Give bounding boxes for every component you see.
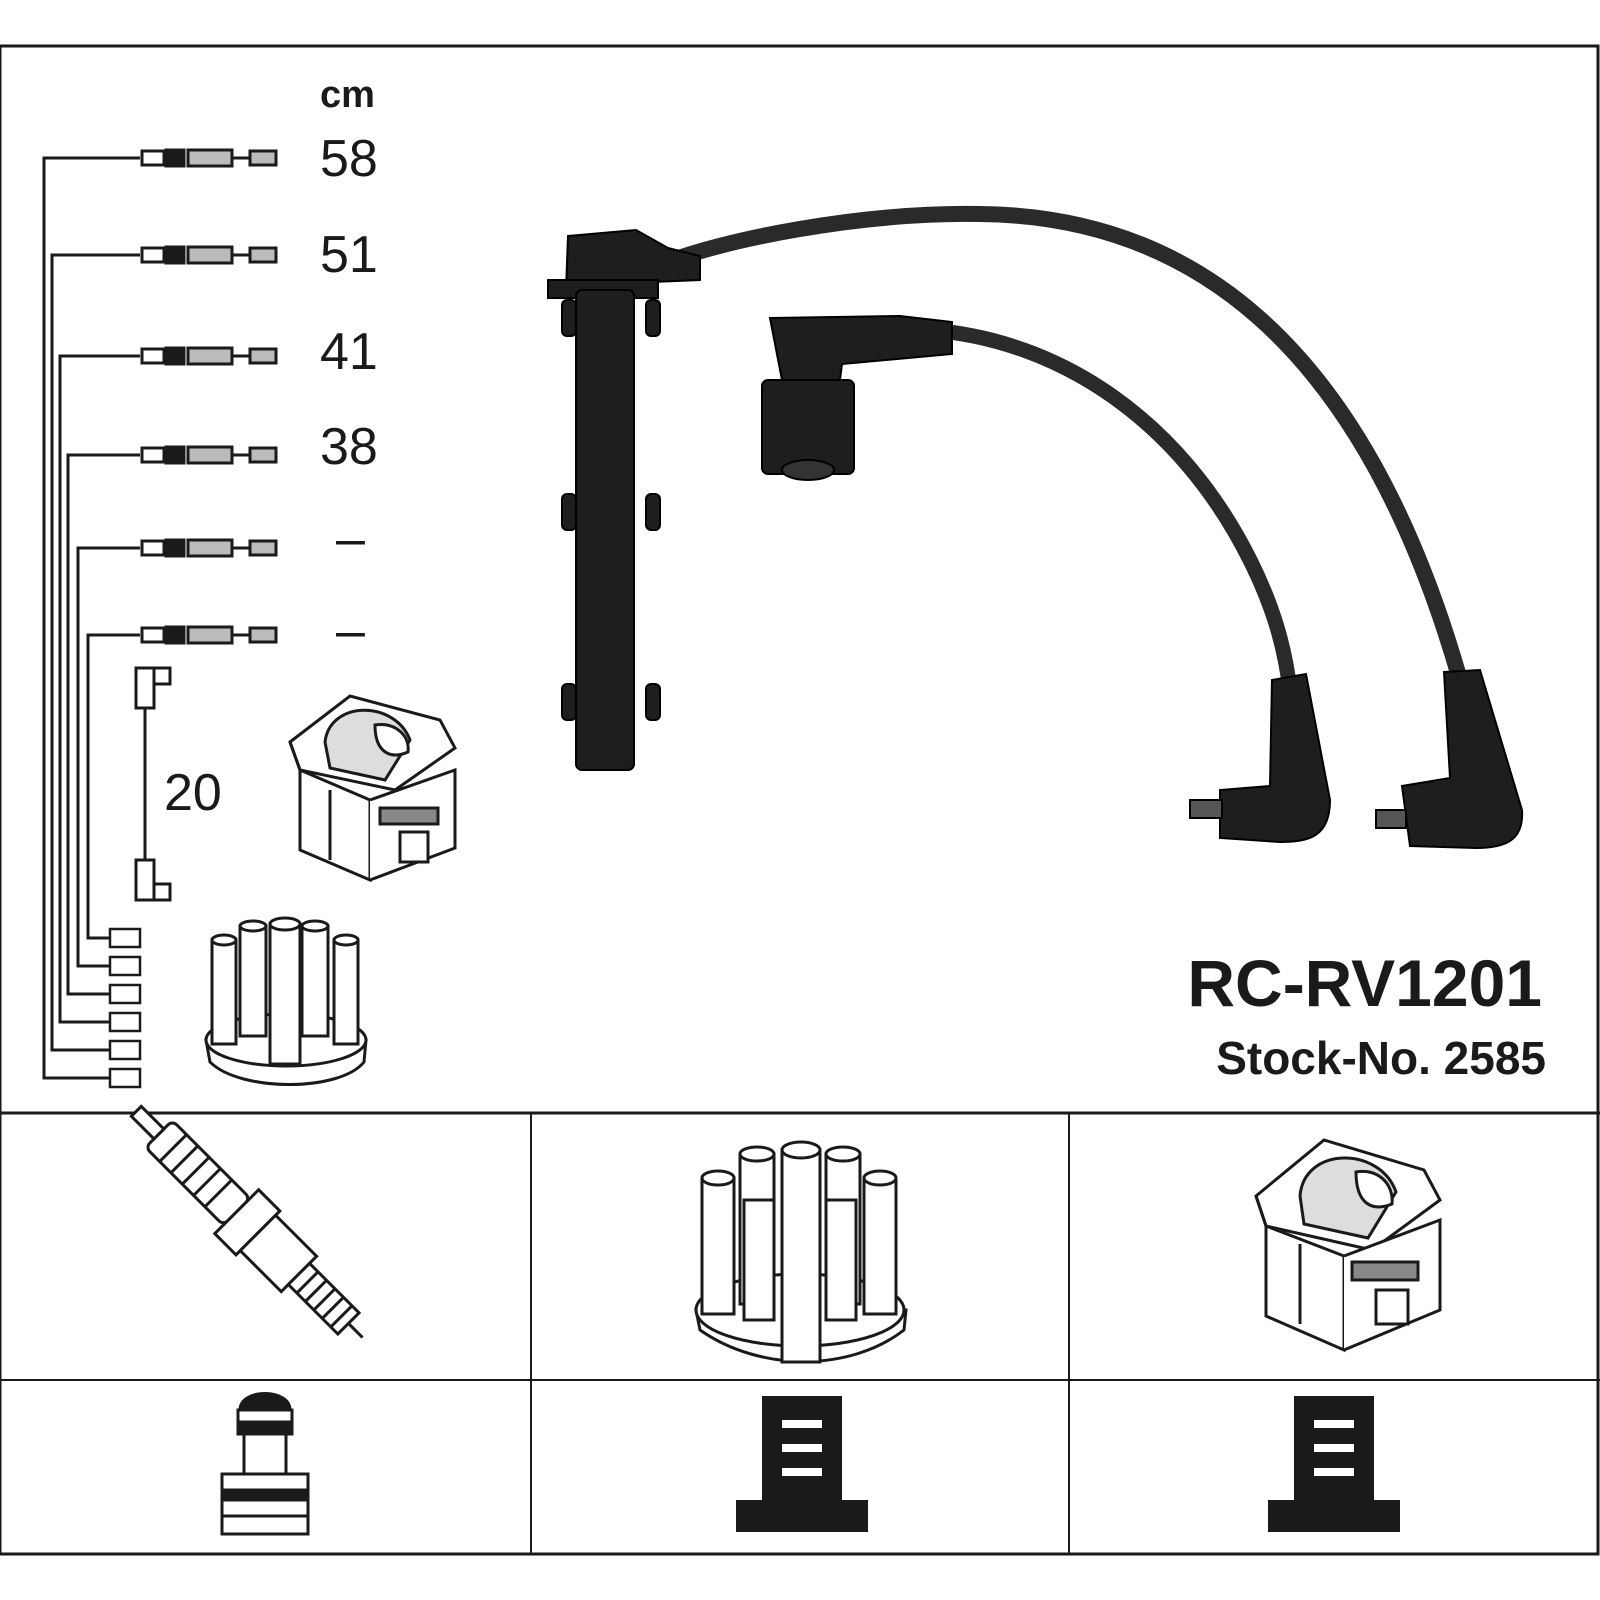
lead-row-1 (42, 148, 278, 1080)
coil-lead-length: 20 (164, 764, 222, 822)
kit-code: RC-RV1201 (1187, 946, 1542, 1020)
component-cell-spark-plug (129, 1104, 364, 1339)
connector-cell-ignition-coil (1268, 1396, 1400, 1532)
component-cell-ignition-coil (1254, 1138, 1442, 1353)
lead-connector-icon (140, 625, 278, 645)
lead-row-3 (58, 346, 278, 1024)
lead-row-6 (86, 625, 278, 940)
stock-number: Stock-No. 2585 (1216, 1032, 1546, 1084)
component-cell-distributor-cap (694, 1140, 908, 1364)
long-cable (652, 205, 1468, 688)
short-cable (922, 322, 1298, 698)
cap-terminal-icon (736, 1396, 868, 1532)
lead-connector-icon (140, 346, 278, 366)
ignition-coil-icon (288, 694, 457, 883)
coil-lead (134, 666, 172, 902)
lead-row-5 (76, 538, 278, 968)
plug-boot-long-icon (547, 228, 701, 771)
spark-plug-terminal-icon (220, 1392, 310, 1536)
distributor-cap-icon (694, 1140, 908, 1364)
lead-length-schematic: cm 58 51 (42, 74, 457, 1089)
distributor-cap-icon (204, 916, 368, 1086)
connector-cell-distributor-cap (736, 1396, 868, 1532)
coil-terminal-icon (1268, 1396, 1400, 1532)
spark-plug-icon (129, 1104, 364, 1339)
cap-boot-icon (1189, 668, 1524, 850)
lead-length-6: – (336, 602, 365, 660)
lead-row-2 (50, 245, 278, 1052)
frame (0, 44, 1600, 1556)
lead-length-4: 38 (320, 418, 378, 476)
cap-terminal-stubs (108, 927, 142, 1089)
ignition-coil-icon (1254, 1138, 1442, 1353)
plug-boot-angled-icon (761, 314, 953, 481)
lead-length-2: 51 (320, 226, 378, 284)
lead-connector-icon (140, 445, 278, 465)
connector-cell-spark-plug (220, 1392, 310, 1536)
lead-length-1: 58 (320, 130, 378, 188)
lead-length-5: – (336, 510, 365, 568)
lead-connector-icon (140, 148, 278, 168)
lead-connector-icon (140, 245, 278, 265)
length-unit-label: cm (320, 74, 375, 116)
lead-connector-icon (140, 538, 278, 558)
cable-set-illustration: RC-RV1201 Stock-No. 2585 (547, 205, 1546, 1084)
lead-row-4 (66, 445, 278, 996)
lead-length-3: 41 (320, 323, 378, 381)
